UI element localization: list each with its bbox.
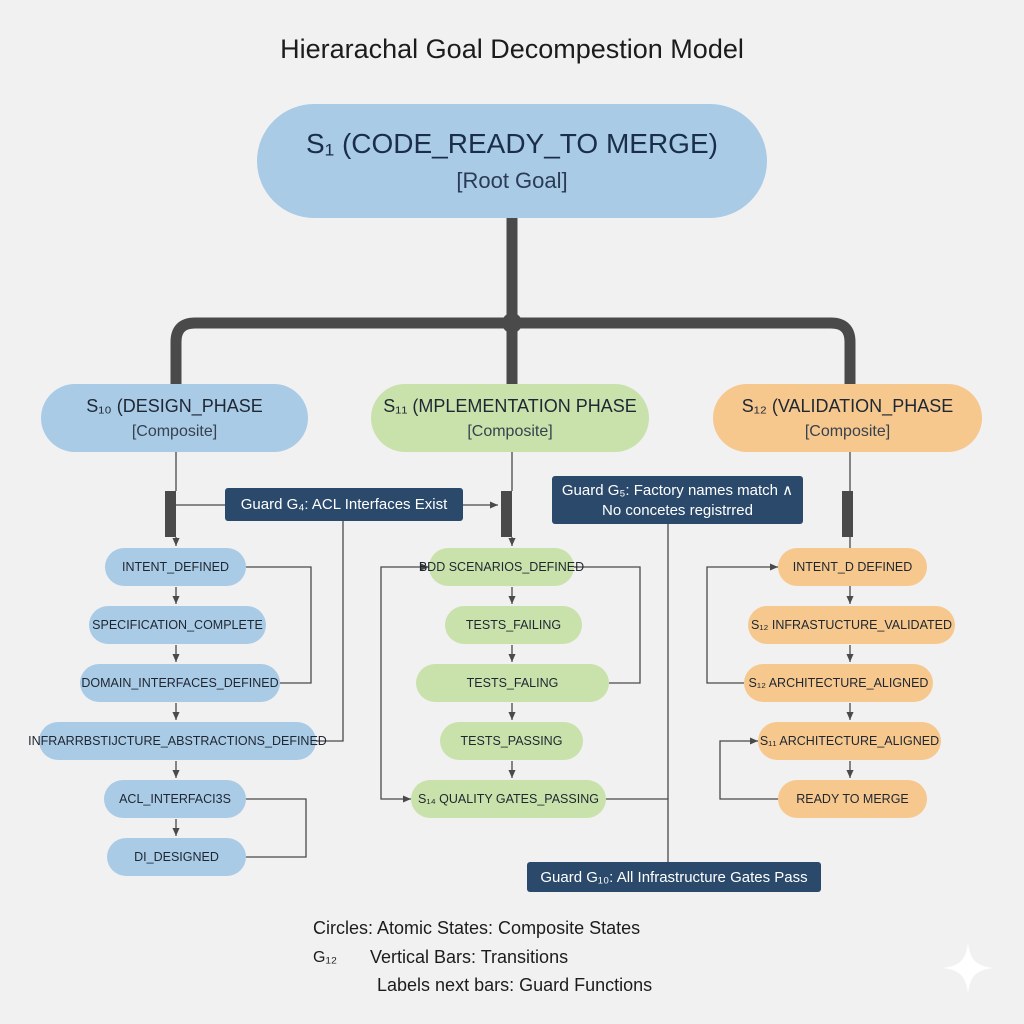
guard-g5-line2: No concetes registrred [602,502,753,519]
guard-g5-label: Guard G₅: Factory names match ∧ No conce… [552,476,803,524]
validation-state-node: READY TO MERGE [778,780,927,818]
validation-phase-label: S₁₂ (VALIDATION_PHASE [741,395,954,416]
validation-phase-sublabel: [Composite] [804,422,891,440]
root-goal-label: S₁ (CODE_READY_TO MERGE) [306,128,718,159]
implementation-phase-sublabel: [Composite] [467,422,553,440]
design-state-node: SPECIFICATION_COMPLETE [89,606,266,644]
validation-state-node: S₁₁ ARCHITECTURE_ALIGNED [758,722,941,760]
validation-state-node: INTENT_D DEFINED [778,548,927,586]
legend-line-1: Circles: Atomic States: Composite States [313,918,641,938]
design-phase-node: S₁₀ (DESIGN_PHASE [Composite] [41,384,308,452]
sparkle-icon [942,942,994,994]
implementation-state-node: TESTS_FALING [416,664,609,702]
implementation-phase-label: S₁₁ (MPLEMENTATION PHASE [383,395,637,416]
design-state-node: INFRARRBSTIJCTURE_ABSTRACTIONS_DEFINED [28,722,327,760]
validation-column-connectors [706,452,854,800]
implementation-state-node: BDD SCENARIOS_DEFINED [419,548,584,586]
root-goal-sublabel: [Root Goal] [456,168,568,193]
diagram-title: Hierarachal Goal Decompestion Model [280,34,744,64]
design-state-node: ACL_INTERFACI3S [104,780,246,818]
design-phase-sublabel: [Composite] [131,422,218,440]
design-phase-label: S₁₀ (DESIGN_PHASE [86,395,263,416]
implementation-phase-node: S₁₁ (MPLEMENTATION PHASE [Composite] [371,384,649,452]
design-state-node: DOMAIN_INTERFACES_DEFINED [80,664,280,702]
implementation-state-node: TESTS_FAILING [445,606,582,644]
guard-g5-line1: Guard G₅: Factory names match ∧ [561,482,794,499]
implementation-state-node: S₁₄ QUALITY GATES_PASSING [411,780,606,818]
design-transition-bar [165,491,176,537]
root-tree-connector [170,218,856,384]
root-goal-node: S₁ (CODE_READY_TO MERGE) [Root Goal] [257,104,767,218]
validation-transition-bar [842,491,853,537]
guard-g4-label: Guard G₄: ACL Interfaces Exist [225,488,463,521]
guard-g10-label: Guard G₁₀: All Infrastructure Gates Pass [527,862,821,892]
legend-line-2: Vertical Bars: Transitions [370,947,569,967]
design-state-node: INTENT_DEFINED [105,548,246,586]
implementation-column-connectors [380,452,669,864]
legend-key-label: G₁₂ [313,949,338,966]
implementation-state-node: TESTS_PASSING [440,722,583,760]
legend-line-3: Labels next bars: Guard Functions [377,975,653,995]
validation-state-node: S₁₂ INFRASTUCTURE_VALIDATED [748,606,955,644]
validation-state-node: S₁₂ ARCHITECTURE_ALIGNED [744,664,933,702]
implementation-transition-bar [501,491,512,537]
validation-phase-node: S₁₂ (VALIDATION_PHASE [Composite] [713,384,982,452]
design-state-node: DI_DESIGNED [107,838,246,876]
